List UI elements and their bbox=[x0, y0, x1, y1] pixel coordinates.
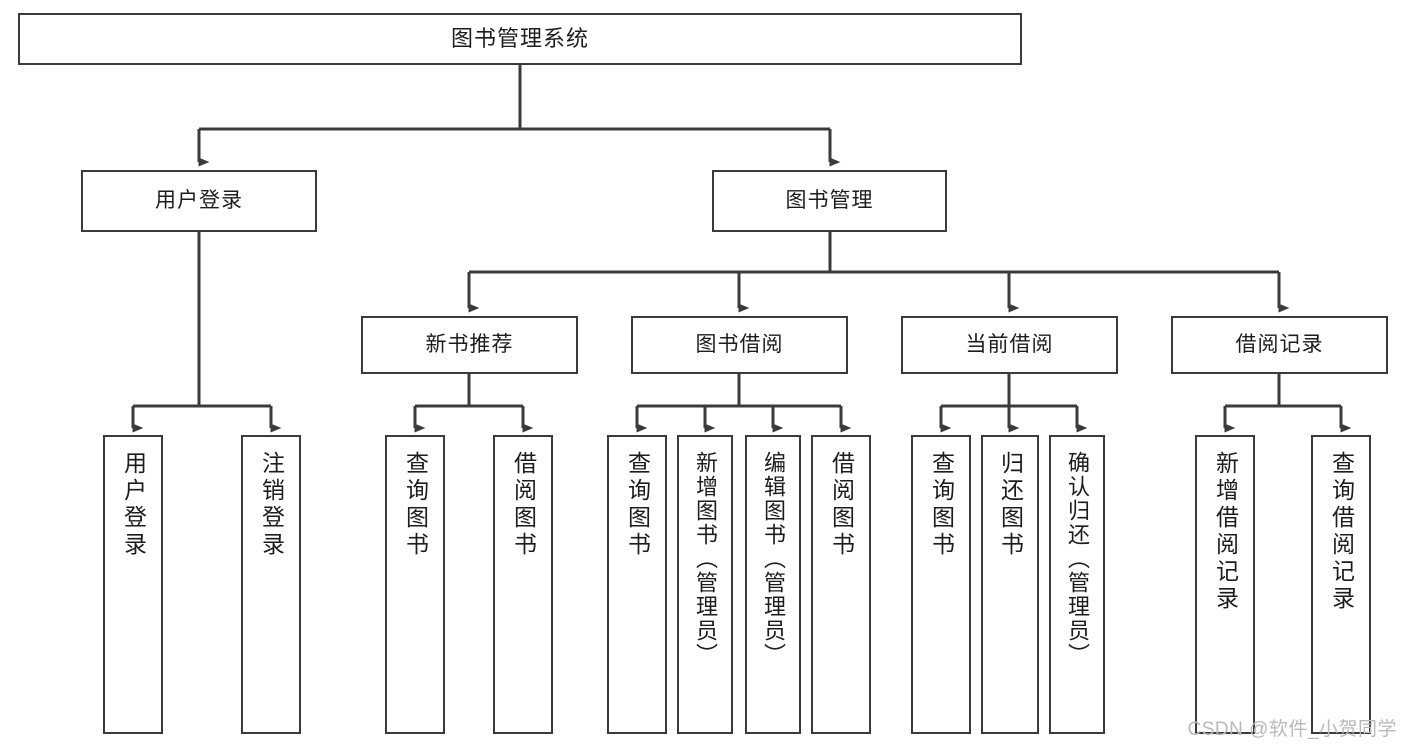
node-new-book-recommend[interactable]: 新书推荐 bbox=[361, 316, 578, 374]
node-book-management[interactable]: 图书管理 bbox=[712, 170, 947, 232]
node-leaf-borrow-book[interactable]: 借阅图书 bbox=[811, 435, 871, 734]
node-leaf-query-book-current[interactable]: 查询图书 bbox=[911, 435, 971, 734]
node-label: 查询图书 bbox=[928, 451, 955, 559]
node-leaf-logout[interactable]: 注销登录 bbox=[241, 435, 301, 734]
node-leaf-return-book[interactable]: 归还图书 bbox=[981, 435, 1039, 734]
node-label: 图书管理系统 bbox=[450, 25, 589, 51]
node-label: 查询借阅记录 bbox=[1328, 451, 1355, 613]
node-label: 新增借阅记录 bbox=[1212, 451, 1239, 613]
node-leaf-borrow-book-recommend[interactable]: 借阅图书 bbox=[493, 435, 553, 734]
node-label: 图书借阅 bbox=[695, 333, 784, 357]
node-label: 新增图书（管理员） bbox=[693, 451, 718, 667]
node-leaf-add-book-admin[interactable]: 新增图书（管理员） bbox=[677, 435, 733, 734]
node-label: 归还图书 bbox=[997, 451, 1024, 559]
node-label: 用户登录 bbox=[155, 189, 243, 213]
node-leaf-query-borrow-record[interactable]: 查询借阅记录 bbox=[1311, 435, 1371, 734]
node-label: 图书管理 bbox=[785, 189, 874, 213]
node-label: 查询图书 bbox=[402, 451, 429, 559]
watermark: CSDN @软件_小贺同学 bbox=[1187, 719, 1397, 740]
node-label: 确认归还（管理员） bbox=[1065, 451, 1090, 667]
node-leaf-edit-book-admin[interactable]: 编辑图书（管理员） bbox=[745, 435, 801, 734]
node-leaf-user-login[interactable]: 用户登录 bbox=[103, 435, 163, 734]
node-label: 编辑图书（管理员） bbox=[761, 451, 786, 667]
node-label: 借阅图书 bbox=[510, 451, 537, 559]
node-book-borrow[interactable]: 图书借阅 bbox=[631, 316, 848, 374]
node-current-borrow[interactable]: 当前借阅 bbox=[901, 316, 1118, 374]
node-label: 借阅图书 bbox=[828, 451, 855, 559]
node-borrow-record[interactable]: 借阅记录 bbox=[1171, 316, 1388, 374]
node-leaf-add-borrow-record[interactable]: 新增借阅记录 bbox=[1195, 435, 1255, 734]
node-label: 新书推荐 bbox=[425, 333, 514, 357]
node-leaf-query-book-borrow[interactable]: 查询图书 bbox=[607, 435, 667, 734]
node-leaf-query-book-recommend[interactable]: 查询图书 bbox=[385, 435, 445, 734]
node-label: 用户登录 bbox=[120, 451, 147, 559]
node-label: 查询图书 bbox=[624, 451, 651, 559]
node-label: 当前借阅 bbox=[965, 333, 1054, 357]
node-label: 注销登录 bbox=[258, 451, 285, 559]
node-leaf-confirm-return-admin[interactable]: 确认归还（管理员） bbox=[1049, 435, 1105, 734]
node-label: 借阅记录 bbox=[1235, 333, 1324, 357]
node-user-login[interactable]: 用户登录 bbox=[81, 170, 317, 232]
node-root-system[interactable]: 图书管理系统 bbox=[18, 13, 1022, 65]
